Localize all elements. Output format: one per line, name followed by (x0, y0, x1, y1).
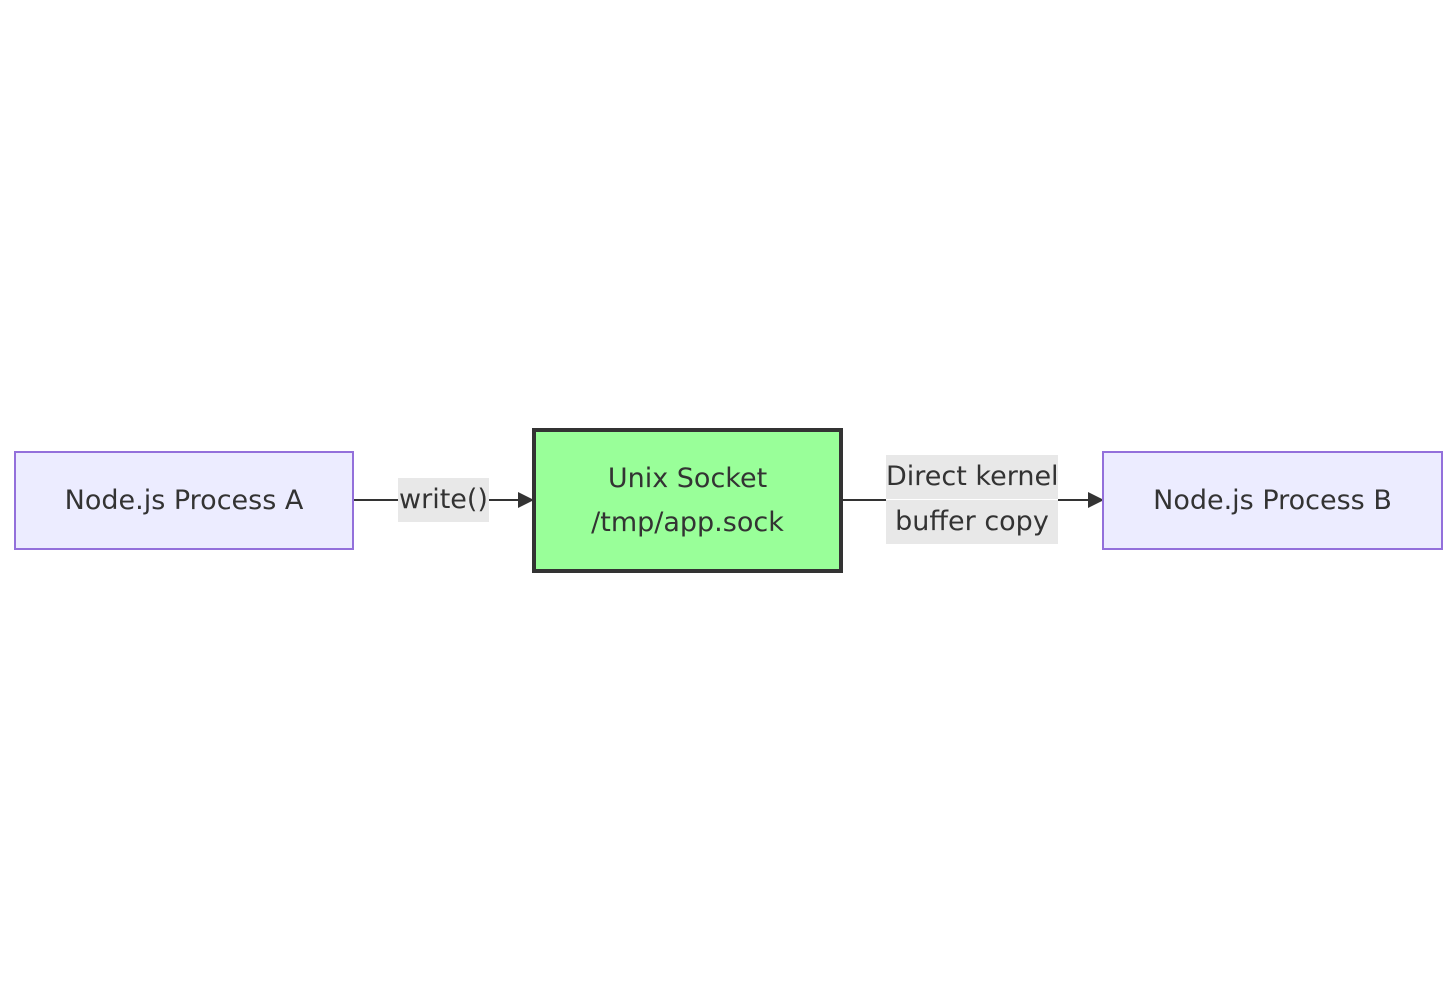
edge-socket-to-b-label: Direct kernel buffer copy (886, 455, 1059, 544)
node-unix-socket: Unix Socket /tmp/app.sock (532, 428, 843, 573)
edge-socket-to-b-label-line1: Direct kernel (886, 461, 1059, 492)
node-unix-socket-path: /tmp/app.sock (591, 506, 784, 538)
edge-a-to-socket-arrowhead (518, 492, 534, 508)
edge-label-divider (886, 499, 1058, 500)
edge-a-to-socket-label: write() (398, 478, 489, 522)
node-unix-socket-title: Unix Socket (607, 462, 768, 494)
node-process-b: Node.js Process B (1102, 451, 1443, 550)
node-process-a: Node.js Process A (14, 451, 354, 550)
node-process-b-label: Node.js Process B (1153, 484, 1392, 516)
node-process-a-label: Node.js Process A (64, 484, 304, 516)
edge-socket-to-b-arrowhead (1088, 492, 1104, 508)
edge-socket-to-b-label-line2: buffer copy (895, 506, 1049, 537)
